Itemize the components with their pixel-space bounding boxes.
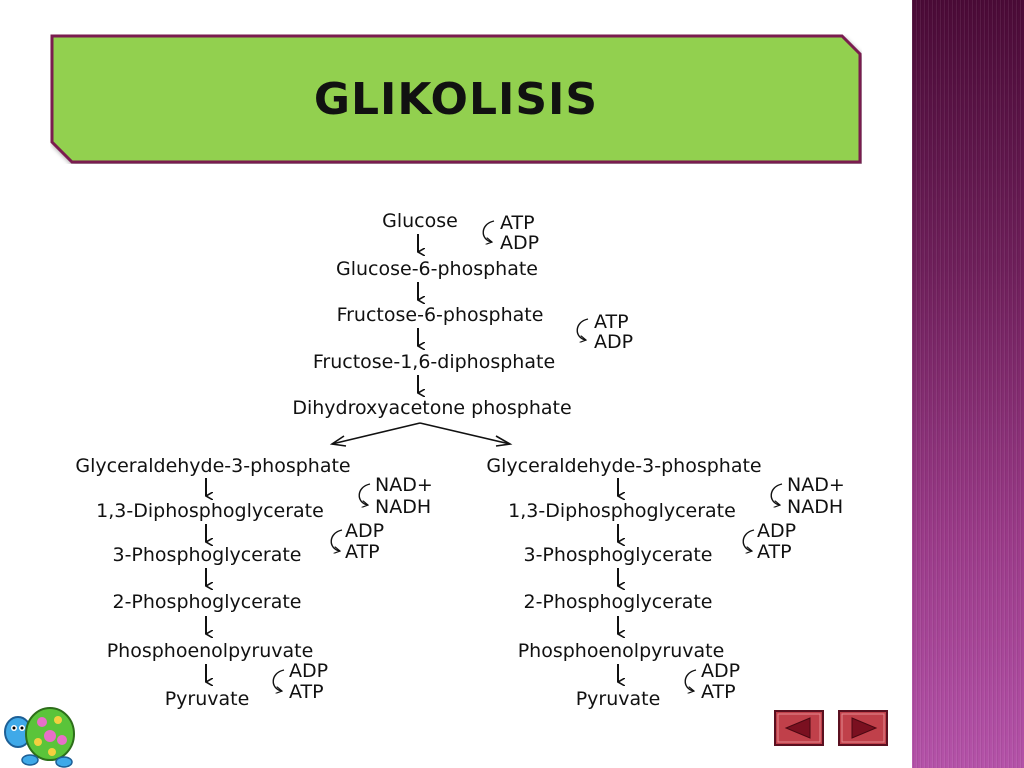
split-arrow-right bbox=[419, 422, 511, 445]
left-nad-curve bbox=[358, 483, 371, 505]
right-nad-in: NAD+ bbox=[787, 474, 845, 496]
right-bpg-label: 1,3-Diphosphoglycerate bbox=[508, 500, 736, 522]
right-adp-curve-1 bbox=[742, 529, 755, 551]
right-nad-curve bbox=[770, 483, 783, 505]
cofactor-1-out: ADP bbox=[500, 232, 539, 254]
split-arrowhead-left bbox=[329, 435, 347, 447]
split-arrowhead-right bbox=[495, 435, 513, 447]
cofactor-2-in: ATP bbox=[594, 311, 629, 333]
triangle-right-icon bbox=[851, 717, 878, 739]
right-adp1-in: ADP bbox=[757, 520, 796, 542]
left-adp2-in: ADP bbox=[289, 660, 328, 682]
slide-title: GLIKOLISIS bbox=[313, 73, 599, 125]
right-adp-curve-2 bbox=[684, 669, 697, 691]
title-banner: GLIKOLISIS bbox=[50, 34, 862, 164]
left-nad-out: NADH bbox=[375, 496, 431, 518]
left-2pg-label: 2-Phosphoglycerate bbox=[112, 591, 301, 613]
previous-slide-button[interactable] bbox=[774, 710, 824, 746]
left-adp2-out: ATP bbox=[289, 681, 324, 703]
cofactor-curve-1 bbox=[482, 220, 495, 242]
dihydroxyacetone-phosphate-label: Dihydroxyacetone phosphate bbox=[292, 397, 571, 419]
cofactor-1-in: ATP bbox=[500, 212, 535, 234]
left-bpg-label: 1,3-Diphosphoglycerate bbox=[96, 500, 324, 522]
left-adp1-in: ADP bbox=[345, 520, 384, 542]
cofactor-curve-2 bbox=[576, 318, 589, 340]
right-g3p-label: Glyceraldehyde-3-phosphate bbox=[486, 455, 761, 477]
left-g3p-label: Glyceraldehyde-3-phosphate bbox=[75, 455, 350, 477]
right-3pg-label: 3-Phosphoglycerate bbox=[523, 544, 712, 566]
right-adp2-out: ATP bbox=[701, 681, 736, 703]
fructose-1-6-diphosphate-label: Fructose-1,6-diphosphate bbox=[313, 351, 555, 373]
right-2pg-label: 2-Phosphoglycerate bbox=[523, 591, 712, 613]
left-adp-curve-2 bbox=[272, 669, 285, 691]
cofactor-2-out: ADP bbox=[594, 331, 633, 353]
left-nad-in: NAD+ bbox=[375, 474, 433, 496]
glucose-6-phosphate-label: Glucose-6-phosphate bbox=[336, 258, 538, 280]
fructose-6-phosphate-label: Fructose-6-phosphate bbox=[337, 304, 544, 326]
triangle-left-icon bbox=[784, 717, 811, 739]
split-arrow-left bbox=[331, 422, 421, 445]
right-adp2-in: ADP bbox=[701, 660, 740, 682]
side-decoration-band bbox=[912, 0, 1024, 768]
turtle-mascot-icon bbox=[4, 707, 75, 768]
title-banner-shape bbox=[50, 34, 862, 164]
left-adp-curve-1 bbox=[330, 529, 343, 551]
right-adp1-out: ATP bbox=[757, 541, 792, 563]
right-pyruvate-label: Pyruvate bbox=[576, 688, 661, 710]
left-pyruvate-label: Pyruvate bbox=[165, 688, 250, 710]
next-slide-button[interactable] bbox=[838, 710, 888, 746]
glucose-label: Glucose bbox=[382, 210, 458, 232]
left-3pg-label: 3-Phosphoglycerate bbox=[112, 544, 301, 566]
right-pep-label: Phosphoenolpyruvate bbox=[518, 640, 725, 662]
left-adp1-out: ATP bbox=[345, 541, 380, 563]
left-pep-label: Phosphoenolpyruvate bbox=[107, 640, 314, 662]
right-nad-out: NADH bbox=[787, 496, 843, 518]
